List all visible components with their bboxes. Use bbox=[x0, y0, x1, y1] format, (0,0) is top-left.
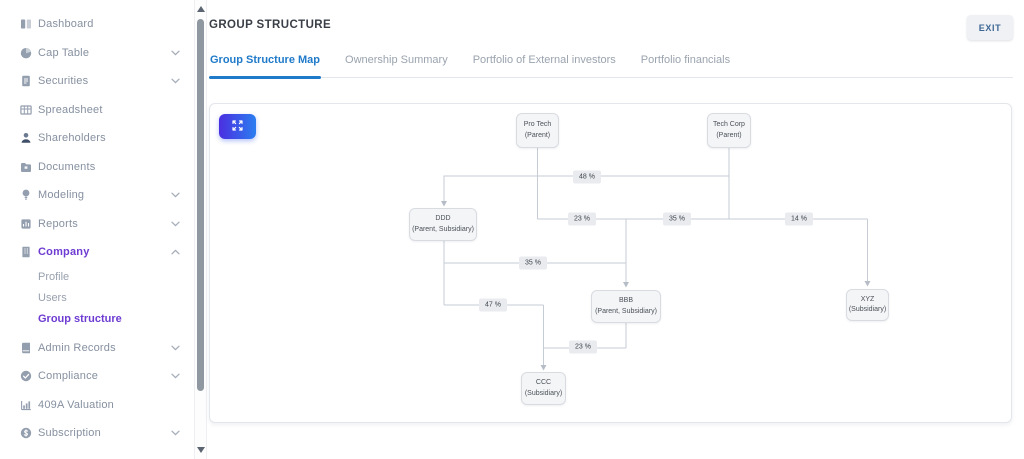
sidebar-item-reports[interactable]: Reports bbox=[0, 210, 194, 239]
chevron-down-icon bbox=[171, 192, 180, 198]
node-name: XYZ bbox=[860, 295, 875, 303]
edge-label-bbb-ccc: 23 % bbox=[569, 340, 597, 354]
diagram-node-bbb[interactable]: BBB (Parent, Subsidiary) bbox=[591, 290, 661, 323]
diagram-connectors bbox=[441, 148, 871, 371]
sidebar-item-label: Company bbox=[38, 246, 90, 259]
sidebar-item-company[interactable]: Company bbox=[0, 238, 194, 267]
person-icon bbox=[19, 131, 33, 145]
bar-chart-icon bbox=[19, 398, 33, 412]
sidebar-item-shareholders[interactable]: Shareholders bbox=[0, 124, 194, 153]
diagram-node-xyz[interactable]: XYZ (Subsidiary) bbox=[846, 289, 889, 321]
diagram-node-ccc[interactable]: CCC (Subsidiary) bbox=[521, 372, 566, 405]
sidebar-item-label: Dashboard bbox=[38, 18, 94, 31]
node-subtitle: (Parent) bbox=[524, 131, 551, 139]
sidebar-item-profile[interactable]: Profile bbox=[0, 267, 194, 288]
sidebar-item-label: Documents bbox=[38, 160, 96, 173]
page-title: GROUP STRUCTURE bbox=[209, 19, 332, 31]
building-icon bbox=[19, 245, 33, 259]
diagram-node-tech-corp[interactable]: Tech Corp (Parent) bbox=[707, 113, 751, 148]
node-name: Tech Corp bbox=[713, 121, 745, 129]
sidebar-item-users[interactable]: Users bbox=[0, 288, 194, 309]
chevron-down-icon bbox=[171, 373, 180, 379]
sidebar-item-compliance[interactable]: Compliance bbox=[0, 362, 194, 391]
sidebar-item-group-structure[interactable]: Group structure bbox=[0, 309, 194, 330]
clipboard-icon bbox=[19, 74, 33, 88]
node-subtitle: (Subsidiary) bbox=[524, 389, 563, 397]
scroll-down-arrow-icon[interactable] bbox=[197, 447, 205, 453]
edge-label-ddd-bbb: 35 % bbox=[519, 256, 547, 270]
sidebar: Dashboard Cap Table Securities Spreadshe… bbox=[0, 0, 194, 459]
tab-bar: Group Structure Map Ownership Summary Po… bbox=[209, 54, 1013, 79]
sidebar-item-documents[interactable]: Documents bbox=[0, 153, 194, 182]
tab-portfolio-external-investors[interactable]: Portfolio of External investors bbox=[472, 54, 616, 66]
edge-label-techcorp-bbb: 35 % bbox=[663, 212, 691, 226]
sidebar-item-label: Spreadsheet bbox=[38, 103, 103, 116]
folder-icon bbox=[19, 160, 33, 174]
page-header: GROUP STRUCTURE EXIT bbox=[207, 0, 1024, 40]
edge-label-ddd-ccc: 47 % bbox=[479, 298, 507, 312]
chevron-up-icon bbox=[171, 249, 180, 255]
node-name: DDD bbox=[435, 215, 451, 223]
dashboard-icon bbox=[19, 17, 33, 31]
sidebar-item-subscription[interactable]: Subscription bbox=[0, 419, 194, 448]
sidebar-item-label: Admin Records bbox=[38, 341, 116, 354]
chevron-down-icon bbox=[171, 78, 180, 84]
tab-group-structure-map[interactable]: Group Structure Map bbox=[209, 54, 322, 79]
chevron-down-icon bbox=[171, 221, 180, 227]
sidebar-item-admin-records[interactable]: Admin Records bbox=[0, 334, 194, 363]
edge-label-techcorp-ddd: 48 % bbox=[573, 170, 601, 184]
sidebar-item-label: Cap Table bbox=[38, 46, 90, 59]
node-subtitle: (Parent, Subsidiary) bbox=[595, 307, 657, 315]
sidebar-item-409a-valuation[interactable]: 409A Valuation bbox=[0, 391, 194, 420]
scrollbar-thumb[interactable] bbox=[197, 19, 204, 391]
main-content: GROUP STRUCTURE EXIT Group Structure Map… bbox=[207, 0, 1024, 459]
sidebar-item-label: Securities bbox=[38, 75, 89, 88]
node-name: CCC bbox=[535, 379, 552, 387]
sidebar-item-modeling[interactable]: Modeling bbox=[0, 181, 194, 210]
sidebar-item-label: Shareholders bbox=[38, 132, 106, 145]
scroll-up-arrow-icon[interactable] bbox=[197, 6, 205, 12]
sidebar-item-label: Reports bbox=[38, 217, 78, 230]
sidebar-item-cap-table[interactable]: Cap Table bbox=[0, 39, 194, 68]
sidebar-item-spreadsheet[interactable]: Spreadsheet bbox=[0, 96, 194, 125]
chevron-down-icon bbox=[171, 345, 180, 351]
sidebar-subitem-label: Group structure bbox=[38, 313, 122, 325]
sidebar-item-label: 409A Valuation bbox=[38, 398, 114, 411]
edge-label-protech-bbb: 23 % bbox=[568, 212, 596, 226]
vertical-scrollbar[interactable] bbox=[194, 0, 207, 459]
sidebar-item-label: Compliance bbox=[38, 370, 99, 383]
sidebar-item-securities[interactable]: Securities bbox=[0, 67, 194, 96]
lightbulb-icon bbox=[19, 188, 33, 202]
expand-icon bbox=[230, 118, 245, 136]
node-name: Pro Tech bbox=[523, 121, 552, 129]
sidebar-subitem-label: Profile bbox=[38, 271, 70, 283]
node-name: BBB bbox=[618, 297, 633, 305]
check-circle-icon bbox=[19, 369, 33, 383]
table-icon bbox=[19, 103, 33, 117]
sidebar-item-label: Modeling bbox=[38, 189, 85, 202]
fit-to-screen-button[interactable] bbox=[219, 114, 256, 139]
tab-portfolio-financials[interactable]: Portfolio financials bbox=[640, 54, 731, 66]
dollar-circle-icon bbox=[19, 426, 33, 440]
chevron-down-icon bbox=[171, 430, 180, 436]
node-subtitle: (Parent, Subsidiary) bbox=[412, 225, 474, 233]
node-subtitle: (Parent) bbox=[716, 131, 742, 139]
sidebar-item-dashboard[interactable]: Dashboard bbox=[0, 10, 194, 39]
pie-chart-icon bbox=[19, 46, 33, 60]
diagram-node-pro-tech[interactable]: Pro Tech (Parent) bbox=[516, 113, 559, 148]
report-icon bbox=[19, 217, 33, 231]
exit-button[interactable]: EXIT bbox=[967, 15, 1013, 40]
group-structure-map-canvas: Pro Tech (Parent) Tech Corp (Parent) DDD… bbox=[209, 103, 1012, 423]
sidebar-item-label: Subscription bbox=[38, 427, 101, 440]
chevron-down-icon bbox=[171, 50, 180, 56]
records-icon bbox=[19, 341, 33, 355]
tab-ownership-summary[interactable]: Ownership Summary bbox=[345, 54, 448, 66]
node-subtitle: (Subsidiary) bbox=[848, 306, 887, 313]
diagram-node-ddd[interactable]: DDD (Parent, Subsidiary) bbox=[409, 208, 477, 241]
edge-label-techcorp-xyz: 14 % bbox=[785, 212, 813, 226]
sidebar-subitem-label: Users bbox=[38, 292, 67, 304]
